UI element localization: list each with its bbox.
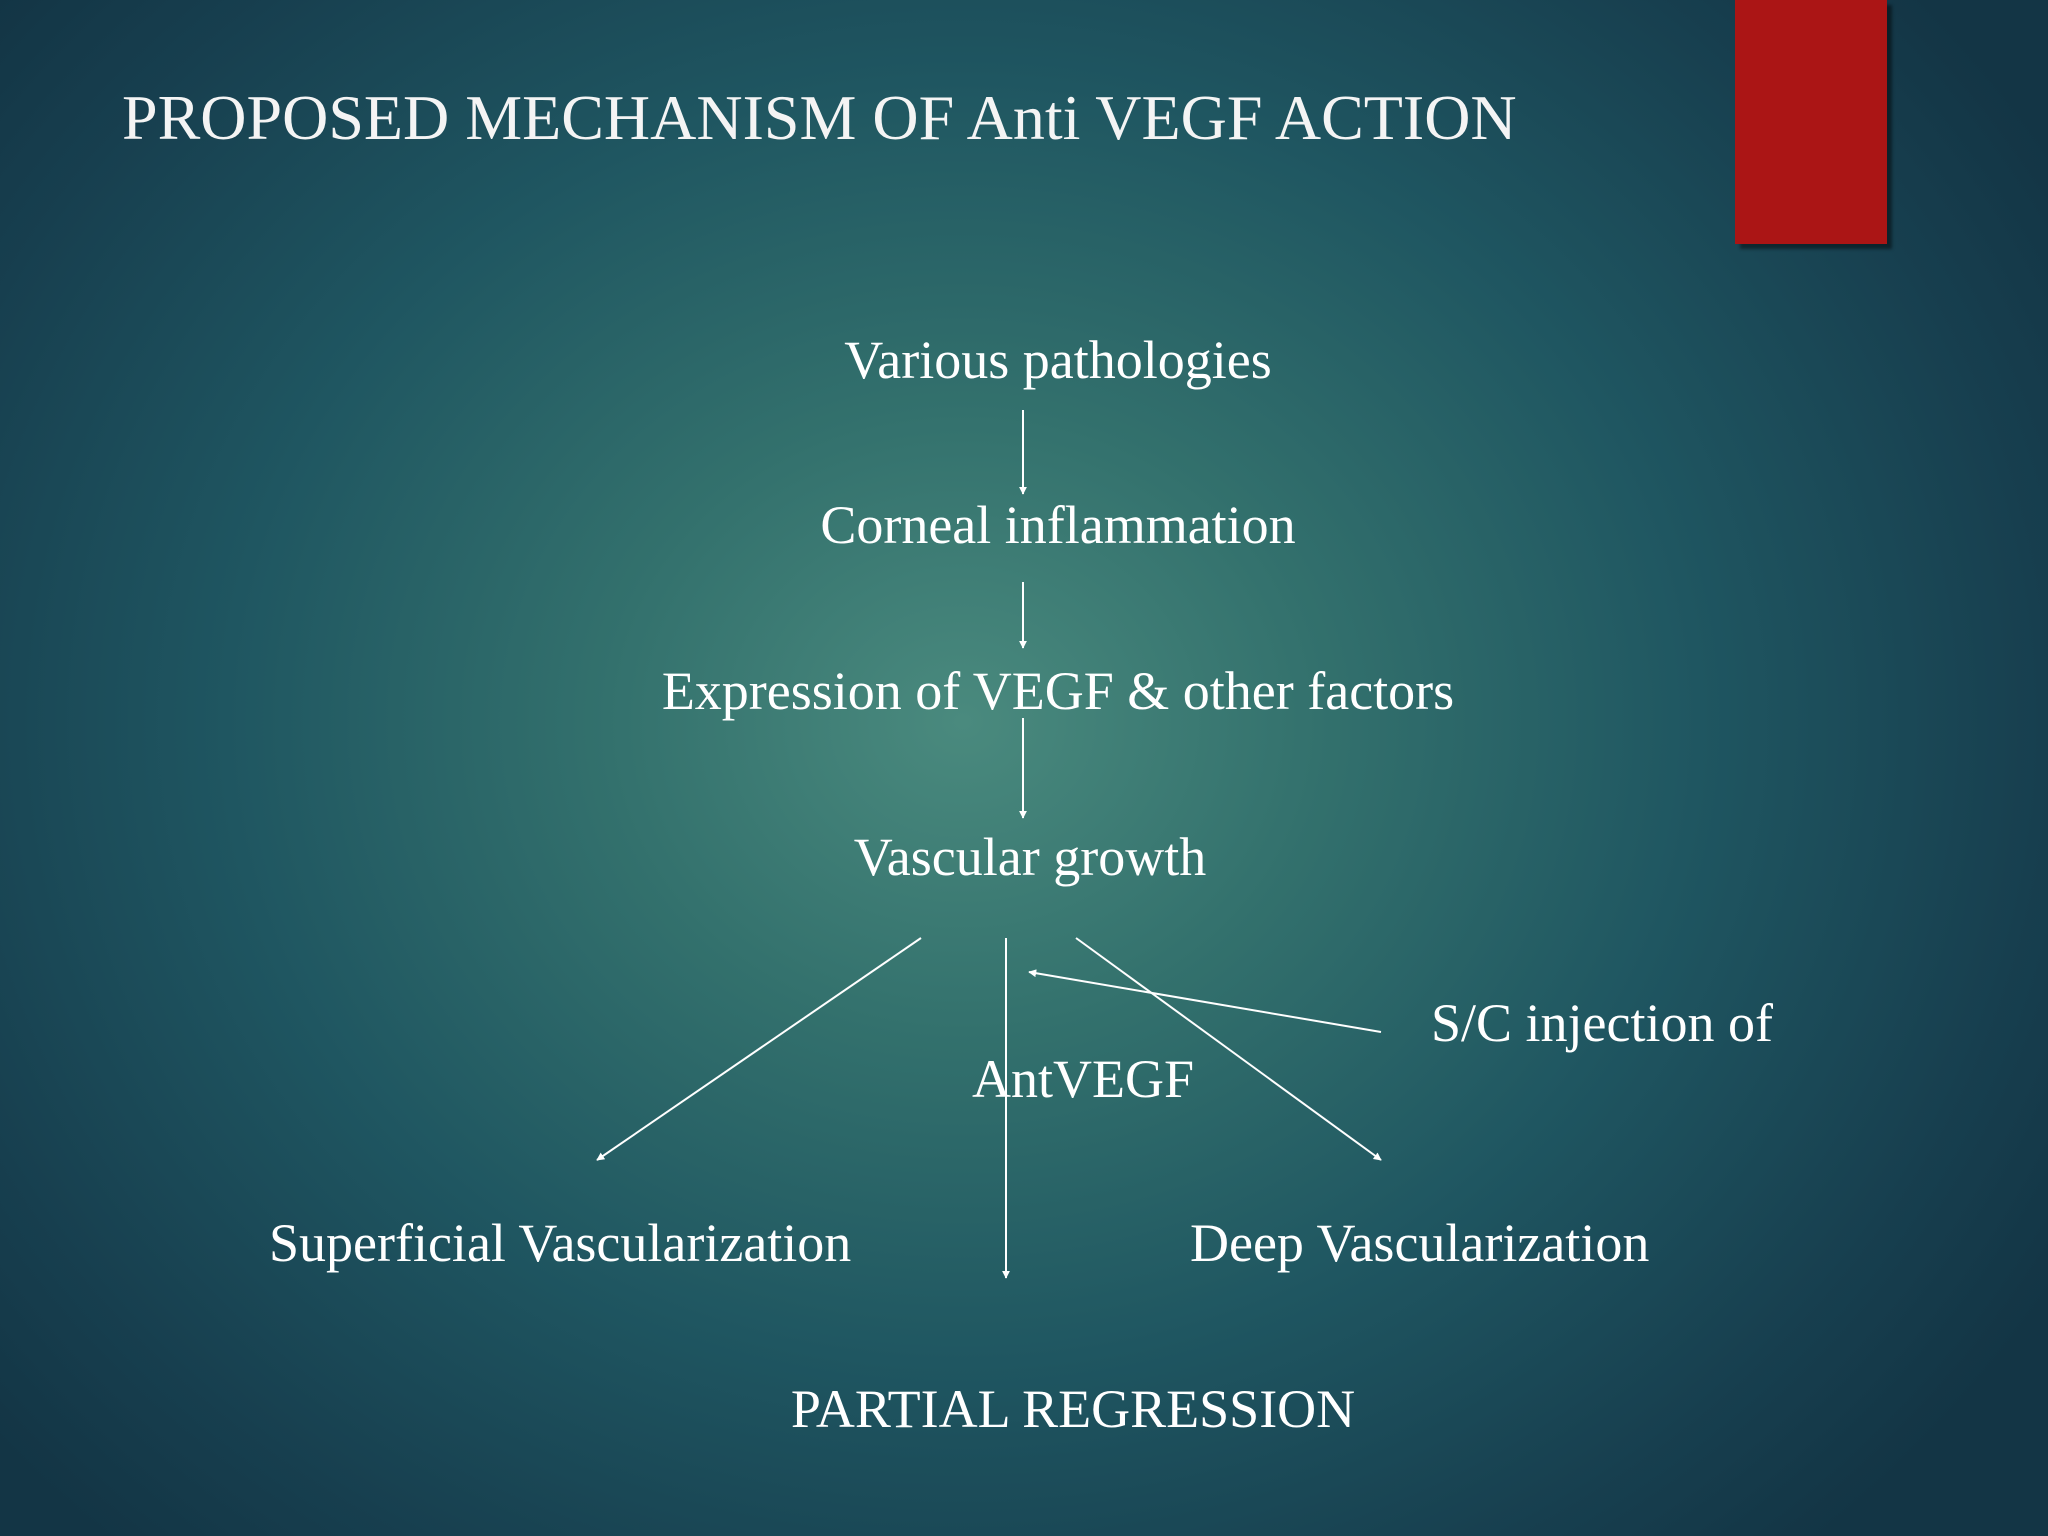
node-deep-vascularization: Deep Vascularization (1190, 1213, 1650, 1273)
node-various-pathologies: Various pathologies (844, 330, 1272, 390)
node-vascular-growth: Vascular growth (853, 827, 1207, 887)
node-corneal-inflammation: Corneal inflammation (820, 495, 1296, 555)
slide-title: PROPOSED MECHANISM OF Anti VEGF ACTION (122, 82, 1517, 153)
node-superficial-vascularization: Superficial Vascularization (269, 1213, 852, 1273)
node-partial-regression: PARTIAL REGRESSION (790, 1379, 1356, 1439)
node-vegf-expression: Expression of VEGF & other factors (661, 661, 1455, 721)
arrow-injection-to-growth (1028, 969, 1382, 1033)
node-sc-injection: S/C injection of (1431, 993, 1773, 1053)
title-accent-bar (1735, 0, 1887, 244)
node-antivegf: AntVEGF (972, 1049, 1195, 1109)
arrow-growth-to-superficial (596, 937, 922, 1161)
